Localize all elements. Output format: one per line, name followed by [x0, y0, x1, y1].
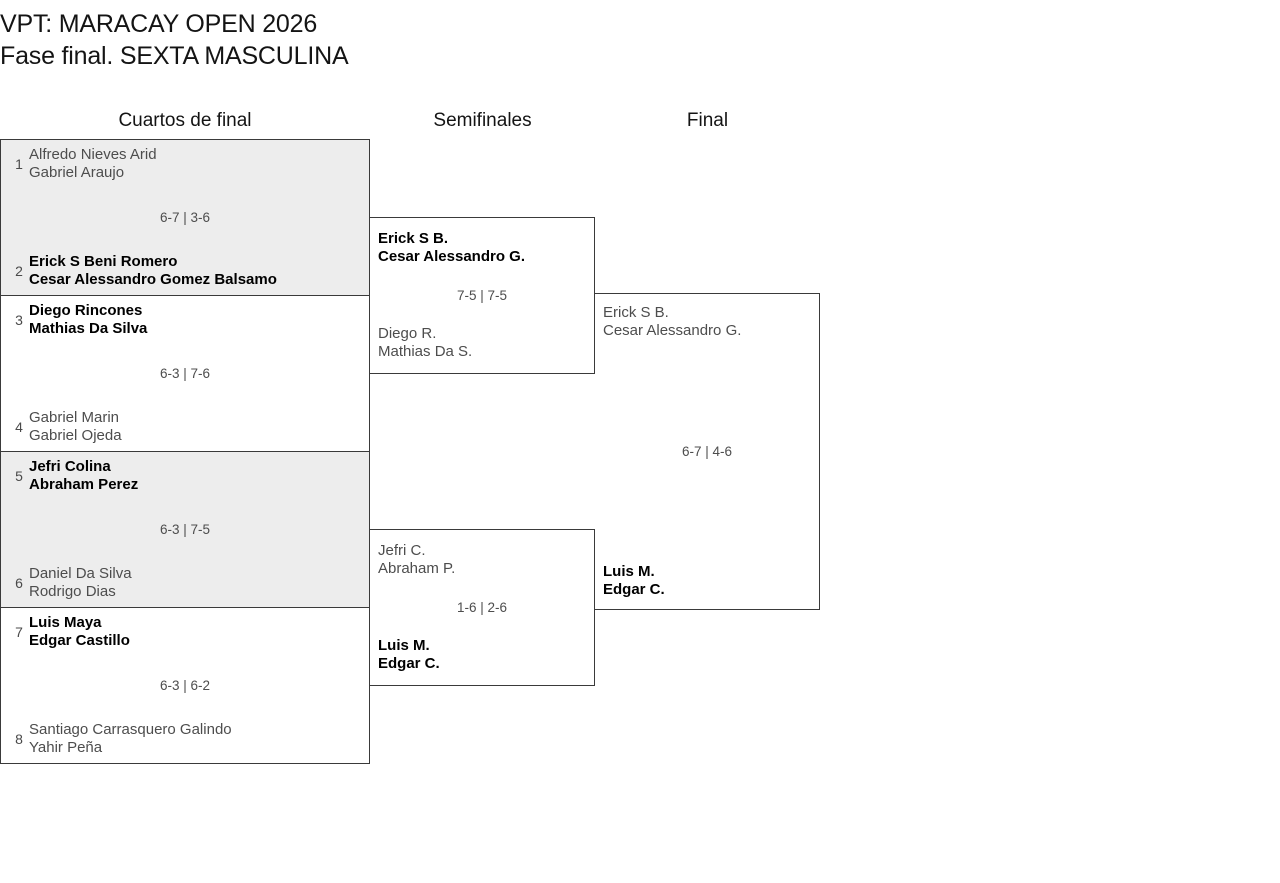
- player-name-2: Yahir Peña: [29, 739, 103, 756]
- team-slot-top[interactable]: 5 Jefri Colina Abraham Perez: [1, 458, 369, 494]
- player-name-1: Daniel Da Silva: [29, 565, 132, 582]
- team-slot-bottom[interactable]: 4 Gabriel Marin Gabriel Ojeda: [1, 409, 369, 445]
- player-name-2: Mathias Da Silva: [29, 320, 148, 337]
- player-name-1: Luis M.: [378, 637, 430, 654]
- player-name-2: Edgar C.: [378, 655, 440, 672]
- team-names: Erick S B. Cesar Alessandro G.: [378, 230, 525, 266]
- player-name-1: Diego R.: [378, 325, 437, 342]
- match-score: 6-7 | 3-6: [159, 209, 211, 225]
- player-name-2: Rodrigo Dias: [29, 583, 116, 600]
- match-quarterfinal-2[interactable]: 3 Diego Rincones Mathias Da Silva 6-3 | …: [0, 295, 370, 452]
- team-names: Daniel Da Silva Rodrigo Dias: [29, 565, 132, 601]
- player-name-1: Erick S B.: [378, 230, 449, 247]
- team-slot-top[interactable]: 3 Diego Rincones Mathias Da Silva: [1, 302, 369, 338]
- player-name-2: Gabriel Ojeda: [29, 427, 122, 444]
- seed-number: 4: [15, 419, 23, 435]
- match-quarterfinal-4[interactable]: 7 Luis Maya Edgar Castillo 6-3 | 6-2 8 S…: [0, 607, 370, 764]
- match-score: 6-3 | 7-5: [159, 521, 211, 537]
- team-slot-bottom[interactable]: Luis M. Edgar C.: [595, 563, 819, 599]
- player-name-2: Gabriel Araujo: [29, 164, 125, 181]
- player-name-1: Diego Rincones: [29, 302, 143, 319]
- team-names: Jefri Colina Abraham Perez: [29, 458, 138, 494]
- match-quarterfinal-3[interactable]: 5 Jefri Colina Abraham Perez 6-3 | 7-5 6…: [0, 451, 370, 608]
- team-names: Luis M. Edgar C.: [603, 563, 665, 599]
- seed-number: 5: [15, 468, 23, 484]
- match-score: 6-3 | 7-6: [159, 365, 211, 381]
- match-score: 1-6 | 2-6: [456, 599, 508, 615]
- team-names: Luis Maya Edgar Castillo: [29, 614, 130, 650]
- round-header-final: Final: [686, 110, 729, 131]
- player-name-1: Santiago Carrasquero Galindo: [29, 721, 232, 738]
- tournament-phase: Fase final. SEXTA MASCULINA: [0, 42, 349, 70]
- seed-number: 3: [15, 312, 23, 328]
- player-name-2: Mathias Da S.: [378, 343, 473, 360]
- team-names: Jefri C. Abraham P.: [378, 542, 455, 578]
- tournament-name: VPT: MARACAY OPEN 2026: [0, 10, 318, 38]
- team-names: Erick S Beni Romero Cesar Alessandro Gom…: [29, 253, 277, 289]
- player-name-2: Edgar C.: [603, 581, 665, 598]
- player-name-1: Gabriel Marin: [29, 409, 120, 426]
- player-name-1: Luis Maya: [29, 614, 102, 631]
- team-slot-bottom[interactable]: 8 Santiago Carrasquero Galindo Yahir Peñ…: [1, 721, 369, 757]
- team-names: Diego Rincones Mathias Da Silva: [29, 302, 147, 338]
- team-slot-top[interactable]: Erick S B. Cesar Alessandro G.: [595, 304, 819, 340]
- team-slot-top[interactable]: Erick S B. Cesar Alessandro G.: [370, 230, 594, 266]
- player-name-1: Jefri C.: [378, 542, 426, 559]
- tournament-title-block: VPT: MARACAY OPEN 2026 Fase final. SEXTA…: [0, 8, 900, 72]
- team-names: Diego R. Mathias Da S.: [378, 325, 472, 361]
- match-score: 6-3 | 6-2: [159, 677, 211, 693]
- seed-number: 7: [15, 624, 23, 640]
- round-header-quarterfinals: Cuartos de final: [118, 110, 252, 131]
- team-slot-top[interactable]: 7 Luis Maya Edgar Castillo: [1, 614, 369, 650]
- player-name-2: Abraham P.: [378, 560, 456, 577]
- team-slot-bottom[interactable]: 6 Daniel Da Silva Rodrigo Dias: [1, 565, 369, 601]
- player-name-2: Cesar Alessandro G.: [378, 248, 526, 265]
- match-final[interactable]: Erick S B. Cesar Alessandro G. 6-7 | 4-6…: [595, 293, 820, 610]
- team-names: Luis M. Edgar C.: [378, 637, 440, 673]
- team-names: Erick S B. Cesar Alessandro G.: [603, 304, 741, 340]
- team-slot-top[interactable]: Jefri C. Abraham P.: [370, 542, 594, 578]
- player-name-2: Cesar Alessandro Gomez Balsamo: [29, 271, 277, 288]
- seed-number: 2: [15, 263, 23, 279]
- player-name-1: Alfredo Nieves Arid: [29, 146, 157, 163]
- team-slot-bottom[interactable]: Diego R. Mathias Da S.: [370, 325, 594, 361]
- round-header-semifinals: Semifinales: [433, 110, 532, 131]
- player-name-1: Erick S B.: [603, 304, 669, 321]
- player-name-1: Erick S Beni Romero: [29, 253, 178, 270]
- player-name-1: Luis M.: [603, 563, 655, 580]
- team-slot-bottom[interactable]: Luis M. Edgar C.: [370, 637, 594, 673]
- player-name-2: Edgar Castillo: [29, 632, 130, 649]
- team-slot-bottom[interactable]: 2 Erick S Beni Romero Cesar Alessandro G…: [1, 253, 369, 289]
- team-names: Gabriel Marin Gabriel Ojeda: [29, 409, 122, 445]
- seed-number: 1: [15, 156, 23, 172]
- match-quarterfinal-1[interactable]: 1 Alfredo Nieves Arid Gabriel Araujo 6-7…: [0, 139, 370, 296]
- match-semifinal-1[interactable]: Erick S B. Cesar Alessandro G. 7-5 | 7-5…: [370, 217, 595, 374]
- player-name-2: Abraham Perez: [29, 476, 139, 493]
- team-names: Santiago Carrasquero Galindo Yahir Peña: [29, 721, 232, 757]
- seed-number: 8: [15, 731, 23, 747]
- match-semifinal-2[interactable]: Jefri C. Abraham P. 1-6 | 2-6 Luis M. Ed…: [370, 529, 595, 686]
- team-slot-top[interactable]: 1 Alfredo Nieves Arid Gabriel Araujo: [1, 146, 369, 182]
- player-name-1: Jefri Colina: [29, 458, 111, 475]
- team-names: Alfredo Nieves Arid Gabriel Araujo: [29, 146, 157, 182]
- seed-number: 6: [15, 575, 23, 591]
- player-name-2: Cesar Alessandro G.: [603, 322, 742, 339]
- match-score: 6-7 | 4-6: [681, 443, 733, 459]
- match-score: 7-5 | 7-5: [456, 287, 508, 303]
